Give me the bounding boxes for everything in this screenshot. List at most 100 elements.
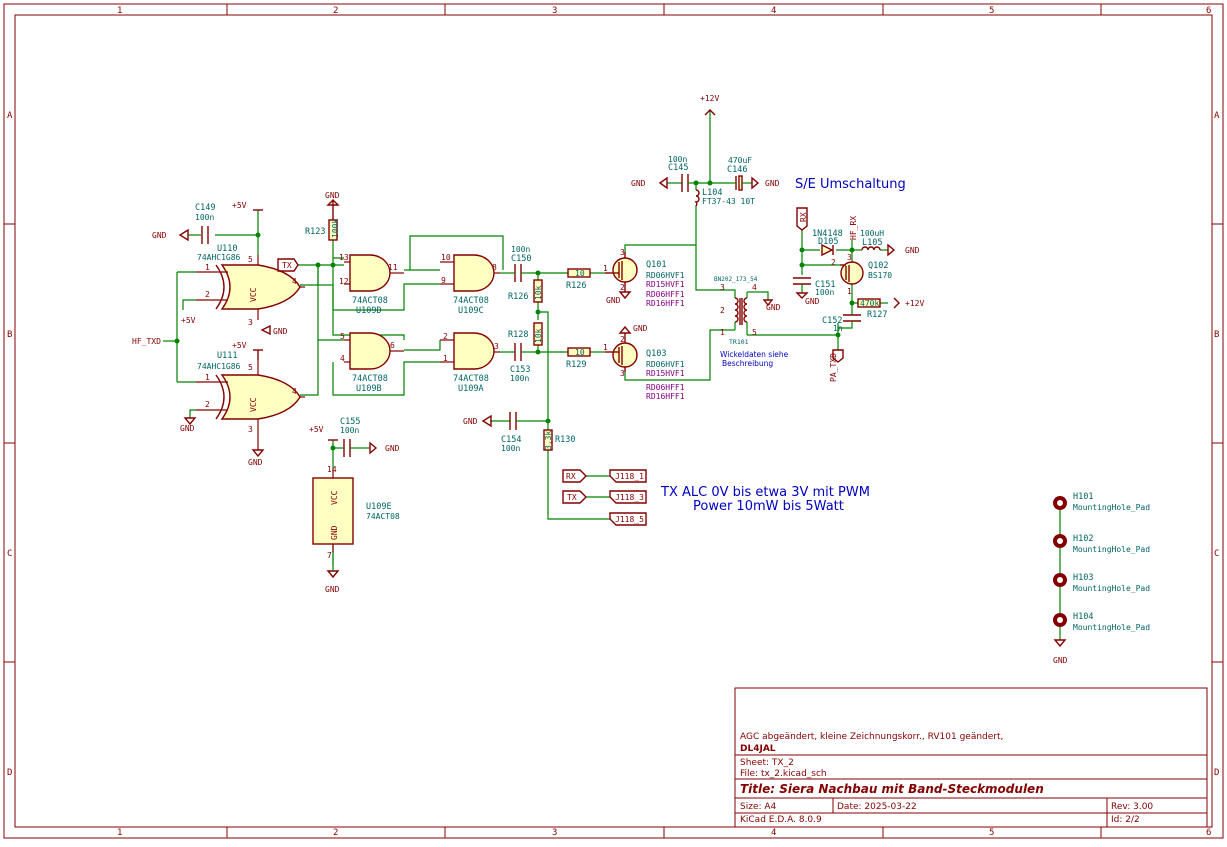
- j118-1-label[interactable]: J118_1: [609, 469, 647, 483]
- col-label: 4: [771, 6, 776, 16]
- svg-text:GND: GND: [180, 424, 195, 433]
- svg-text:3: 3: [248, 318, 253, 327]
- p5v-symbol: +5V: [309, 425, 338, 441]
- svg-text:C151: C151: [815, 280, 835, 290]
- ic-u109e[interactable]: VCC GND 14 7 U109E 74ACT08: [312, 465, 400, 560]
- resistor-r129[interactable]: 10 R129: [566, 347, 591, 370]
- svg-text:GND: GND: [385, 444, 400, 453]
- resistor-r126-series[interactable]: 10 R126: [566, 268, 591, 291]
- tx-label[interactable]: TX: [562, 490, 587, 504]
- capacitor-c154[interactable]: C154 100n: [501, 412, 527, 453]
- svg-text:10: 10: [575, 269, 585, 278]
- rx-label[interactable]: RX: [796, 207, 808, 231]
- svg-text:C153: C153: [510, 365, 530, 375]
- mosfet-q103[interactable]: 1 2 3 Q103 RD06HVF1 RD15HVF1 RD06HFF1 RD…: [603, 333, 685, 401]
- inductor-l105[interactable]: 100uH L105: [860, 229, 884, 251]
- and-gate-u109c[interactable]: 10 9 8 74ACT08 U109C: [440, 253, 500, 316]
- p5v-symbol: +5V: [232, 341, 263, 360]
- hf-txd-label[interactable]: HF_TXD: [132, 337, 161, 346]
- capacitor-c150[interactable]: 100n C150: [511, 245, 531, 282]
- xor-gate-u111[interactable]: 1 2 4 5 3 VCC U111 74AHC1G86: [196, 351, 305, 450]
- svg-text:5: 5: [340, 332, 345, 341]
- capacitor-c146[interactable]: 470uF C146: [727, 156, 752, 191]
- svg-text:MountingHole_Pad: MountingHole_Pad: [1073, 503, 1150, 512]
- hf-rx-label[interactable]: HF_RX: [849, 216, 858, 240]
- svg-text:2: 2: [443, 332, 448, 341]
- gnd-symbol: GND: [618, 324, 648, 334]
- capacitor-c155[interactable]: C155 100n: [340, 417, 360, 457]
- svg-text:RD15HVF1: RD15HVF1: [646, 280, 685, 289]
- svg-text:+5V: +5V: [232, 341, 247, 350]
- gnd-symbol: GND: [180, 409, 197, 433]
- p12v-symbol: +12V: [700, 94, 719, 116]
- svg-text:100n: 100n: [511, 245, 530, 254]
- col-label: 3: [552, 828, 557, 838]
- svg-text:5: 5: [752, 328, 757, 337]
- svg-text:R129: R129: [566, 360, 586, 370]
- resistor-r127[interactable]: 470k R127: [857, 298, 887, 320]
- svg-text:RD16HFF1: RD16HFF1: [646, 392, 685, 401]
- svg-text:U109C: U109C: [458, 306, 484, 316]
- svg-text:C145: C145: [668, 163, 688, 173]
- pa-txd-label[interactable]: PA_TXD: [829, 349, 844, 382]
- svg-text:100n: 100n: [815, 288, 834, 297]
- svg-text:GND: GND: [765, 179, 780, 188]
- p5v-symbol: +5V: [232, 201, 263, 211]
- and-gate-u109b[interactable]: 5 4 6 74ACT08 U109B: [340, 332, 404, 394]
- capacitor-c145[interactable]: 100n C145: [668, 155, 696, 192]
- svg-text:13: 13: [339, 253, 349, 262]
- capacitor-c153[interactable]: C153 100n: [510, 343, 530, 383]
- capacitor-c149[interactable]: C149 100n: [188, 203, 215, 244]
- tb-date: Date: 2025-03-22: [837, 802, 917, 812]
- resistor-r130[interactable]: 3,3k R130: [543, 429, 575, 451]
- gnd-symbol: GND: [248, 449, 265, 467]
- mosfet-q102[interactable]: 2 3 1 Q102 BS170: [831, 253, 892, 296]
- mounting-hole-h102[interactable]: H102 MountingHole_Pad: [1053, 534, 1150, 554]
- svg-text:4: 4: [752, 283, 757, 292]
- j118-3-label[interactable]: J118_3: [609, 490, 647, 504]
- svg-text:L105: L105: [862, 238, 882, 248]
- svg-text:100n: 100n: [195, 213, 214, 222]
- col-label: 2: [333, 828, 338, 838]
- capacitor-c151[interactable]: C151 100n: [793, 277, 835, 297]
- svg-text:1: 1: [603, 343, 608, 352]
- resistor-r123[interactable]: 100k R123: [305, 200, 340, 241]
- j118-5-label[interactable]: J118_5: [609, 512, 647, 526]
- gnd-symbol: GND: [369, 441, 400, 455]
- xor-gate-u110[interactable]: 1 2 4 5 3 VCC U110 74AHC1G86: [196, 244, 305, 327]
- svg-text:H102: H102: [1073, 534, 1093, 544]
- svg-text:GND: GND: [606, 296, 621, 305]
- and-gate-u109d[interactable]: 13 12 11 74ACT08 U109D: [339, 253, 404, 316]
- transformer-tr101[interactable]: 3 2 1 4 5 BN202_173_54 TR101: [714, 276, 758, 346]
- tb-id: Id: 2/2: [1111, 815, 1140, 825]
- tx-label[interactable]: TX: [277, 258, 299, 272]
- svg-text:3: 3: [620, 248, 625, 257]
- svg-text:Q103: Q103: [646, 349, 666, 359]
- svg-text:470k: 470k: [860, 299, 879, 308]
- svg-text:9: 9: [441, 276, 446, 285]
- mounting-hole-h104[interactable]: H104 MountingHole_Pad: [1053, 612, 1150, 632]
- and-gate-u109a[interactable]: 2 1 3 74ACT08 U109A: [440, 332, 500, 394]
- resistor-r128[interactable]: 10k R128: [508, 322, 543, 346]
- svg-text:U110: U110: [217, 244, 237, 254]
- diode-d105[interactable]: 1N4148 D105: [812, 229, 843, 257]
- col-label: 5: [989, 828, 994, 838]
- svg-text:GND: GND: [325, 191, 340, 200]
- svg-text:MountingHole_Pad: MountingHole_Pad: [1073, 545, 1150, 554]
- svg-text:H104: H104: [1073, 612, 1093, 622]
- mosfet-q101[interactable]: 1 3 2 Q101 RD06HVF1 RD15HVF1 RD06HFF1 RD…: [603, 248, 685, 308]
- mounting-hole-h101[interactable]: H101 MountingHole_Pad: [1053, 492, 1150, 512]
- gnd-symbol: GND: [1053, 639, 1068, 665]
- p5v-symbol: +5V: [181, 299, 196, 325]
- svg-text:100n: 100n: [668, 155, 687, 164]
- svg-text:HF_TXD: HF_TXD: [132, 337, 161, 346]
- col-label: 2: [333, 6, 338, 16]
- rx-label[interactable]: RX: [562, 469, 587, 483]
- capacitor-c152[interactable]: C152 1n: [822, 314, 861, 333]
- mounting-hole-h103[interactable]: H103 MountingHole_Pad: [1053, 573, 1150, 593]
- row-label: C: [1214, 549, 1219, 559]
- inductor-l104[interactable]: L104 FT37-43 10T: [694, 188, 755, 207]
- resistor-r126[interactable]: 10k R126: [508, 279, 543, 303]
- svg-text:+12V: +12V: [700, 94, 719, 103]
- tb-title: Title: Siera Nachbau mit Band-Steckmodul…: [740, 782, 1044, 796]
